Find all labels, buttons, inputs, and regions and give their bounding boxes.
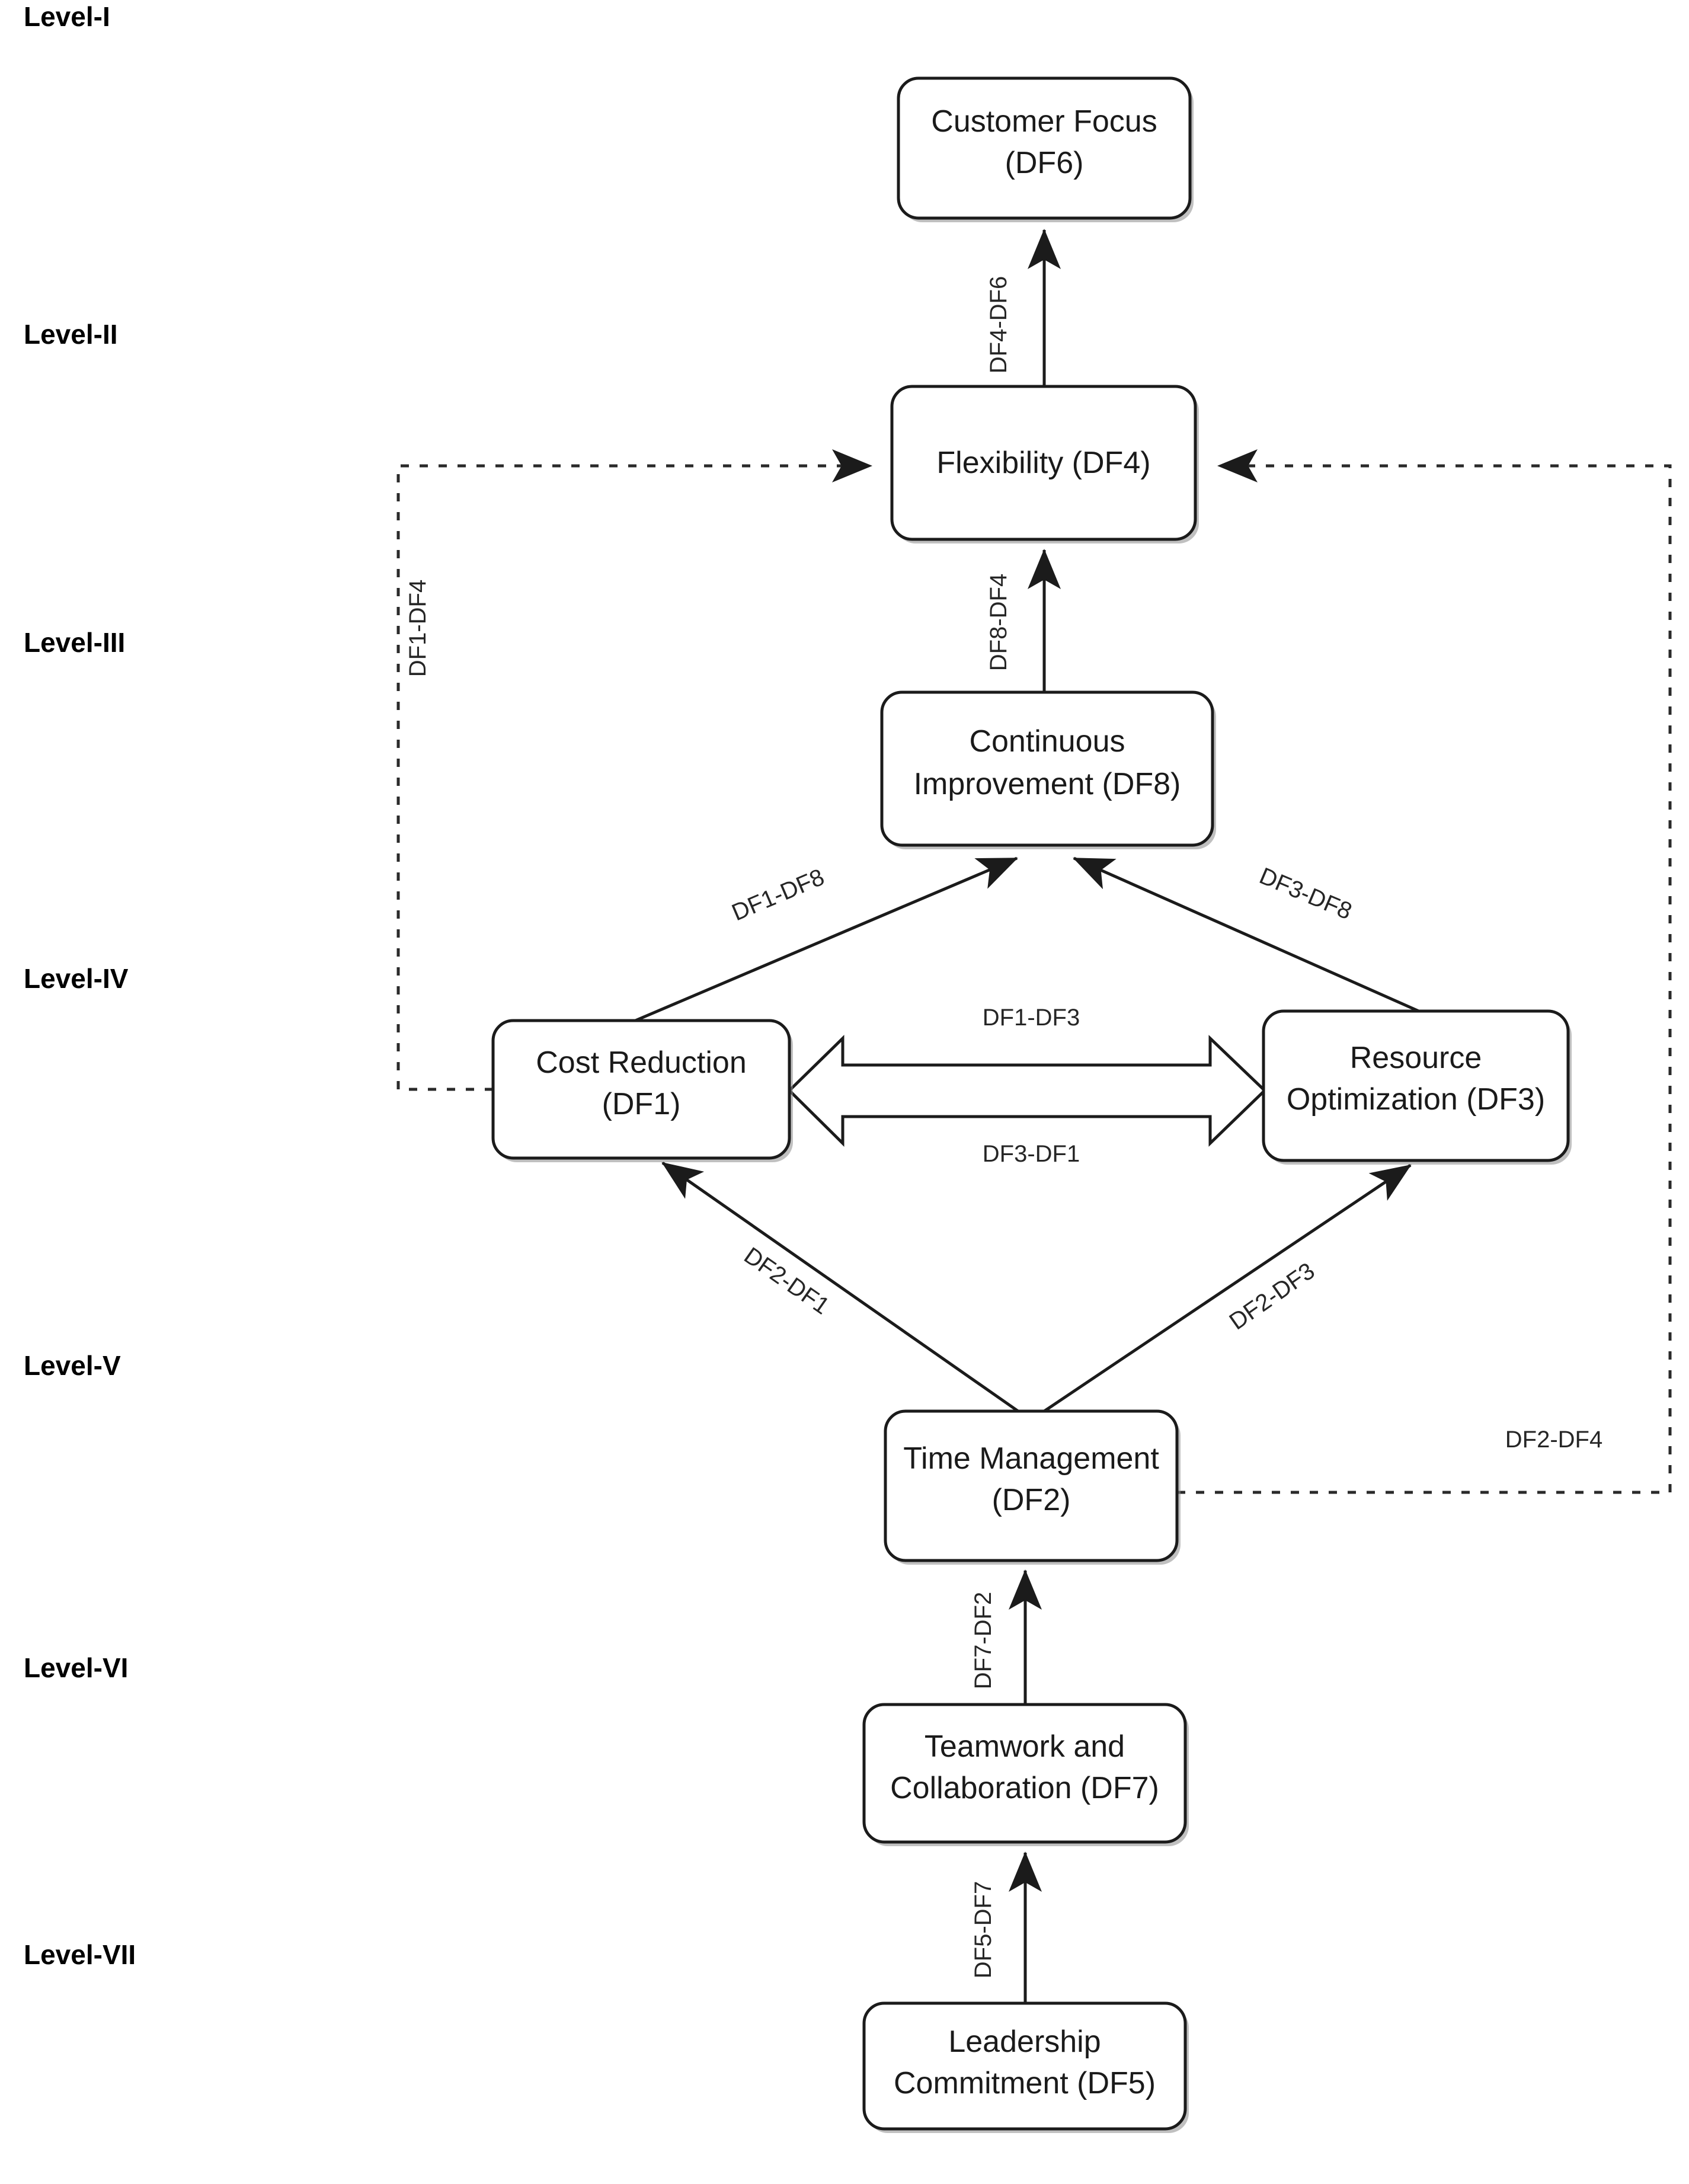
edge-label-df3-df8: DF3-DF8: [1256, 863, 1356, 925]
node-df7-line-1: Teamwork and: [925, 1729, 1125, 1764]
node-df2[interactable]: Time Management (DF2): [884, 1409, 1181, 1565]
edge-label-df2-df1: DF2-DF1: [739, 1242, 834, 1319]
edge-label-df2-df4: DF2-DF4: [1505, 1427, 1602, 1453]
edge-df4-df6: DF4-DF6: [986, 228, 1061, 385]
edge-label-df7-df2: DF7-DF2: [970, 1592, 996, 1689]
node-df1-line-2: (DF1): [602, 1087, 681, 1121]
edge-df7-df2: DF7-DF2: [970, 1569, 1042, 1705]
edge-df1-df3-df3-df1-block-arrow: DF1-DF3 DF3-DF1: [787, 1005, 1267, 1167]
node-df6-line-1: Customer Focus: [931, 104, 1157, 139]
node-df8-line-2: Improvement (DF8): [914, 767, 1181, 801]
level-label-1: Level-I: [24, 1, 110, 32]
node-df7[interactable]: Teamwork and Collaboration (DF7): [862, 1703, 1189, 1846]
level-label-6: Level-VI: [24, 1652, 128, 1683]
node-df4-line-1: Flexibility (DF4): [936, 446, 1150, 480]
level-label-3: Level-III: [24, 627, 125, 658]
node-df1-line-1: Cost Reduction: [536, 1045, 747, 1080]
edge-label-df4-df6: DF4-DF6: [986, 276, 1012, 373]
edge-df2-df1: DF2-DF1: [661, 1161, 1019, 1413]
level-label-2: Level-II: [24, 319, 118, 350]
level-label-4: Level-IV: [24, 963, 129, 994]
edge-label-df5-df7: DF5-DF7: [970, 1881, 996, 1978]
node-df8[interactable]: Continuous Improvement (DF8): [880, 690, 1216, 849]
node-df6[interactable]: Customer Focus (DF6): [897, 76, 1194, 222]
edge-df3-df8: DF3-DF8: [1073, 856, 1420, 1013]
edge-df5-df7: DF5-DF7: [970, 1851, 1042, 2003]
node-df6-line-2: (DF6): [1005, 146, 1084, 180]
node-df4[interactable]: Flexibility (DF4): [890, 385, 1199, 543]
node-df6-box[interactable]: [897, 76, 1192, 220]
node-df3-line-1: Resource: [1350, 1041, 1482, 1075]
edge-df8-df4: DF8-DF4: [986, 548, 1061, 692]
level-label-5: Level-V: [24, 1350, 121, 1381]
node-df1-box[interactable]: [491, 1019, 791, 1160]
level-label-7: Level-VII: [24, 1939, 136, 1970]
edge-label-df8-df4: DF8-DF4: [986, 574, 1012, 671]
node-df5-line-1: Leadership: [948, 2025, 1101, 2059]
node-df7-box[interactable]: [862, 1703, 1187, 1844]
edge-df2-df3: DF2-DF3: [1043, 1163, 1412, 1413]
node-df2-line-2: (DF2): [992, 1483, 1071, 1517]
node-df5-line-2: Commitment (DF5): [894, 2066, 1156, 2100]
edge-label-df3-df1: DF3-DF1: [983, 1141, 1080, 1167]
edge-df1-df8: DF1-DF8: [635, 856, 1018, 1022]
node-df1[interactable]: Cost Reduction (DF1): [491, 1019, 793, 1162]
edge-label-df1-df3: DF1-DF3: [983, 1005, 1080, 1031]
edge-label-df2-df3: DF2-DF3: [1225, 1258, 1320, 1335]
edge-label-df1-df4: DF1-DF4: [405, 580, 431, 677]
node-df5[interactable]: Leadership Commitment (DF5): [862, 2001, 1189, 2133]
node-df8-box[interactable]: [880, 690, 1214, 847]
node-df5-box[interactable]: [862, 2001, 1187, 2131]
node-df2-box[interactable]: [884, 1409, 1179, 1562]
node-df3[interactable]: Resource Optimization (DF3): [1262, 1009, 1572, 1165]
node-df3-line-2: Optimization (DF3): [1287, 1082, 1545, 1117]
level-label-group: Level-I Level-II Level-III Level-IV Leve…: [24, 1, 136, 1970]
edge-label-df1-df8: DF1-DF8: [728, 864, 828, 926]
node-df7-line-2: Collaboration (DF7): [890, 1771, 1159, 1805]
node-df3-box[interactable]: [1262, 1009, 1570, 1162]
edge-df1-df4: DF1-DF4: [396, 449, 873, 1091]
node-df2-line-1: Time Management: [903, 1441, 1159, 1476]
node-df4-box[interactable]: [890, 385, 1197, 541]
node-df8-line-1: Continuous: [969, 724, 1125, 759]
edge-df2-df4: DF2-DF4: [1177, 449, 1672, 1494]
